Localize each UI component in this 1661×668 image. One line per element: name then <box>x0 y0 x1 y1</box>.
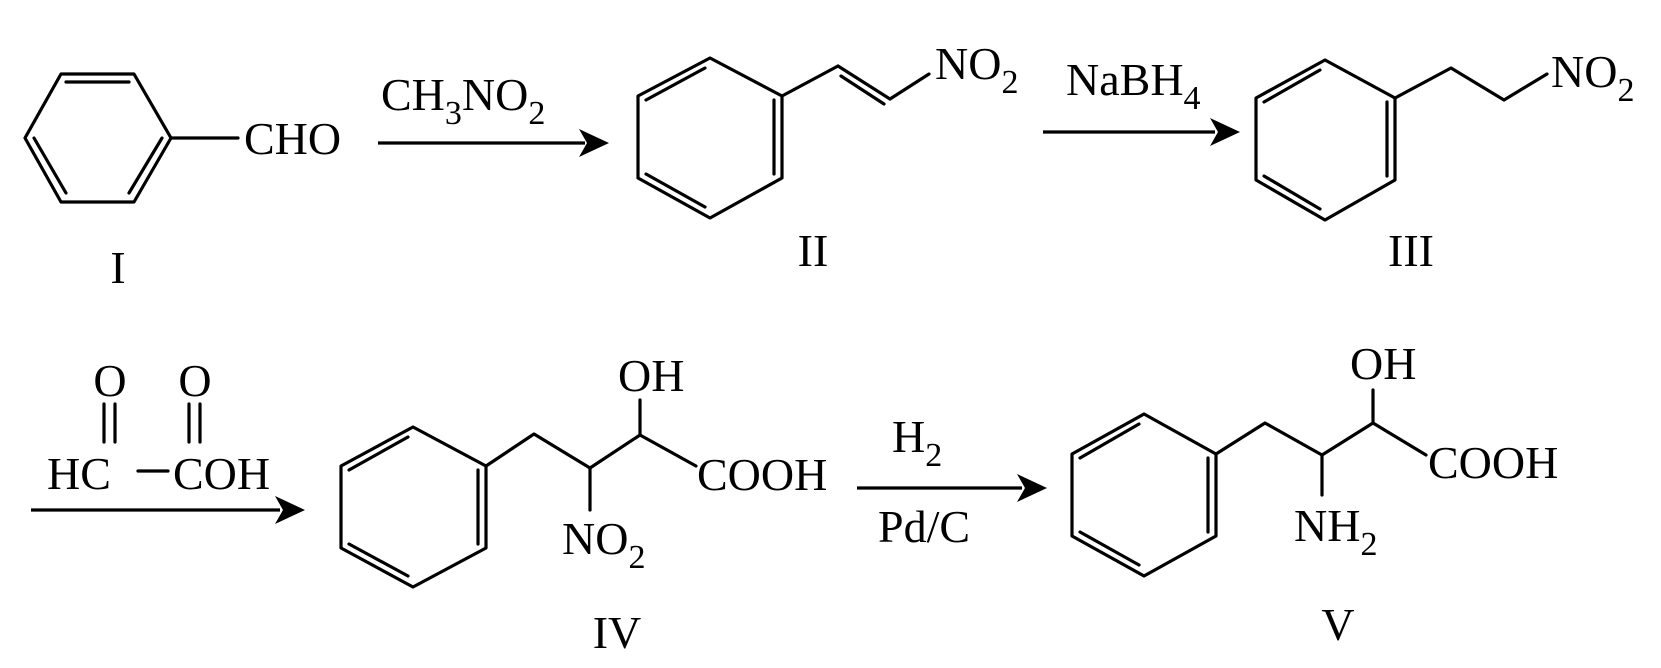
reagent-o-right: O <box>178 355 211 406</box>
double-bond-inner <box>839 74 886 106</box>
reagent-coh: COH <box>173 448 270 499</box>
reagent-hc: HC <box>47 448 111 499</box>
carboxyl-label-IV: COOH <box>697 449 827 500</box>
reagent-nabh4: NaBH4 <box>1066 54 1201 117</box>
nitro-group-label: NO2 <box>935 38 1018 101</box>
compound-number-II: II <box>798 225 829 276</box>
reaction-arrow-4: H2 Pd/C <box>857 411 1047 552</box>
cho-group-label: CHO <box>244 113 341 164</box>
compound-V: OH COOH NH2 V <box>1070 338 1558 650</box>
reaction-arrow-2: NaBH4 <box>1043 54 1240 146</box>
compound-III: NO2 III <box>1254 46 1634 276</box>
carbon-chain-V <box>1214 421 1428 457</box>
amine-label-V: NH2 <box>1294 500 1377 563</box>
benzene-ring-V <box>1070 412 1218 578</box>
benzene-ring-I <box>23 72 173 204</box>
compound-I: CHO I <box>23 72 341 293</box>
reaction-arrow-1: CH3NO2 <box>378 69 609 157</box>
compound-number-III: III <box>1388 225 1434 276</box>
arrow-head-3 <box>275 496 305 524</box>
arrow-head-2 <box>1210 118 1240 146</box>
carboxyl-label-V: COOH <box>1428 437 1558 488</box>
compound-number-IV: IV <box>593 607 642 658</box>
hydroxyl-label-IV: OH <box>618 350 684 401</box>
bond-vinyl-to-nitro <box>888 72 931 101</box>
reagent-h2: H2 <box>892 411 942 474</box>
hydroxyl-label-V: OH <box>1350 338 1416 389</box>
reagent-ch3no2: CH3NO2 <box>381 69 545 132</box>
compound-II: NO2 II <box>636 38 1018 276</box>
benzene-ring-II <box>636 56 784 220</box>
compound-IV: OH COOH NO2 IV <box>339 350 827 658</box>
benzene-ring-IV <box>339 425 488 589</box>
nitro-group-label-III: NO2 <box>1551 46 1634 109</box>
benzene-ring-III <box>1254 58 1397 222</box>
arrow-head-4 <box>1017 474 1047 502</box>
reaction-arrow-3: O O HC COH <box>31 355 305 524</box>
arrow-head-1 <box>579 129 609 157</box>
compound-number-I: I <box>110 242 125 293</box>
compound-number-V: V <box>1321 599 1354 650</box>
carbon-chain-IV <box>484 432 698 470</box>
reagent-pd-c: Pd/C <box>878 501 970 552</box>
double-bond-outer <box>836 64 892 101</box>
nitro-label-IV: NO2 <box>562 513 645 576</box>
reagent-o-left: O <box>93 355 126 406</box>
bond-ring-to-vinyl <box>780 64 840 98</box>
ethyl-chain <box>1393 66 1549 102</box>
